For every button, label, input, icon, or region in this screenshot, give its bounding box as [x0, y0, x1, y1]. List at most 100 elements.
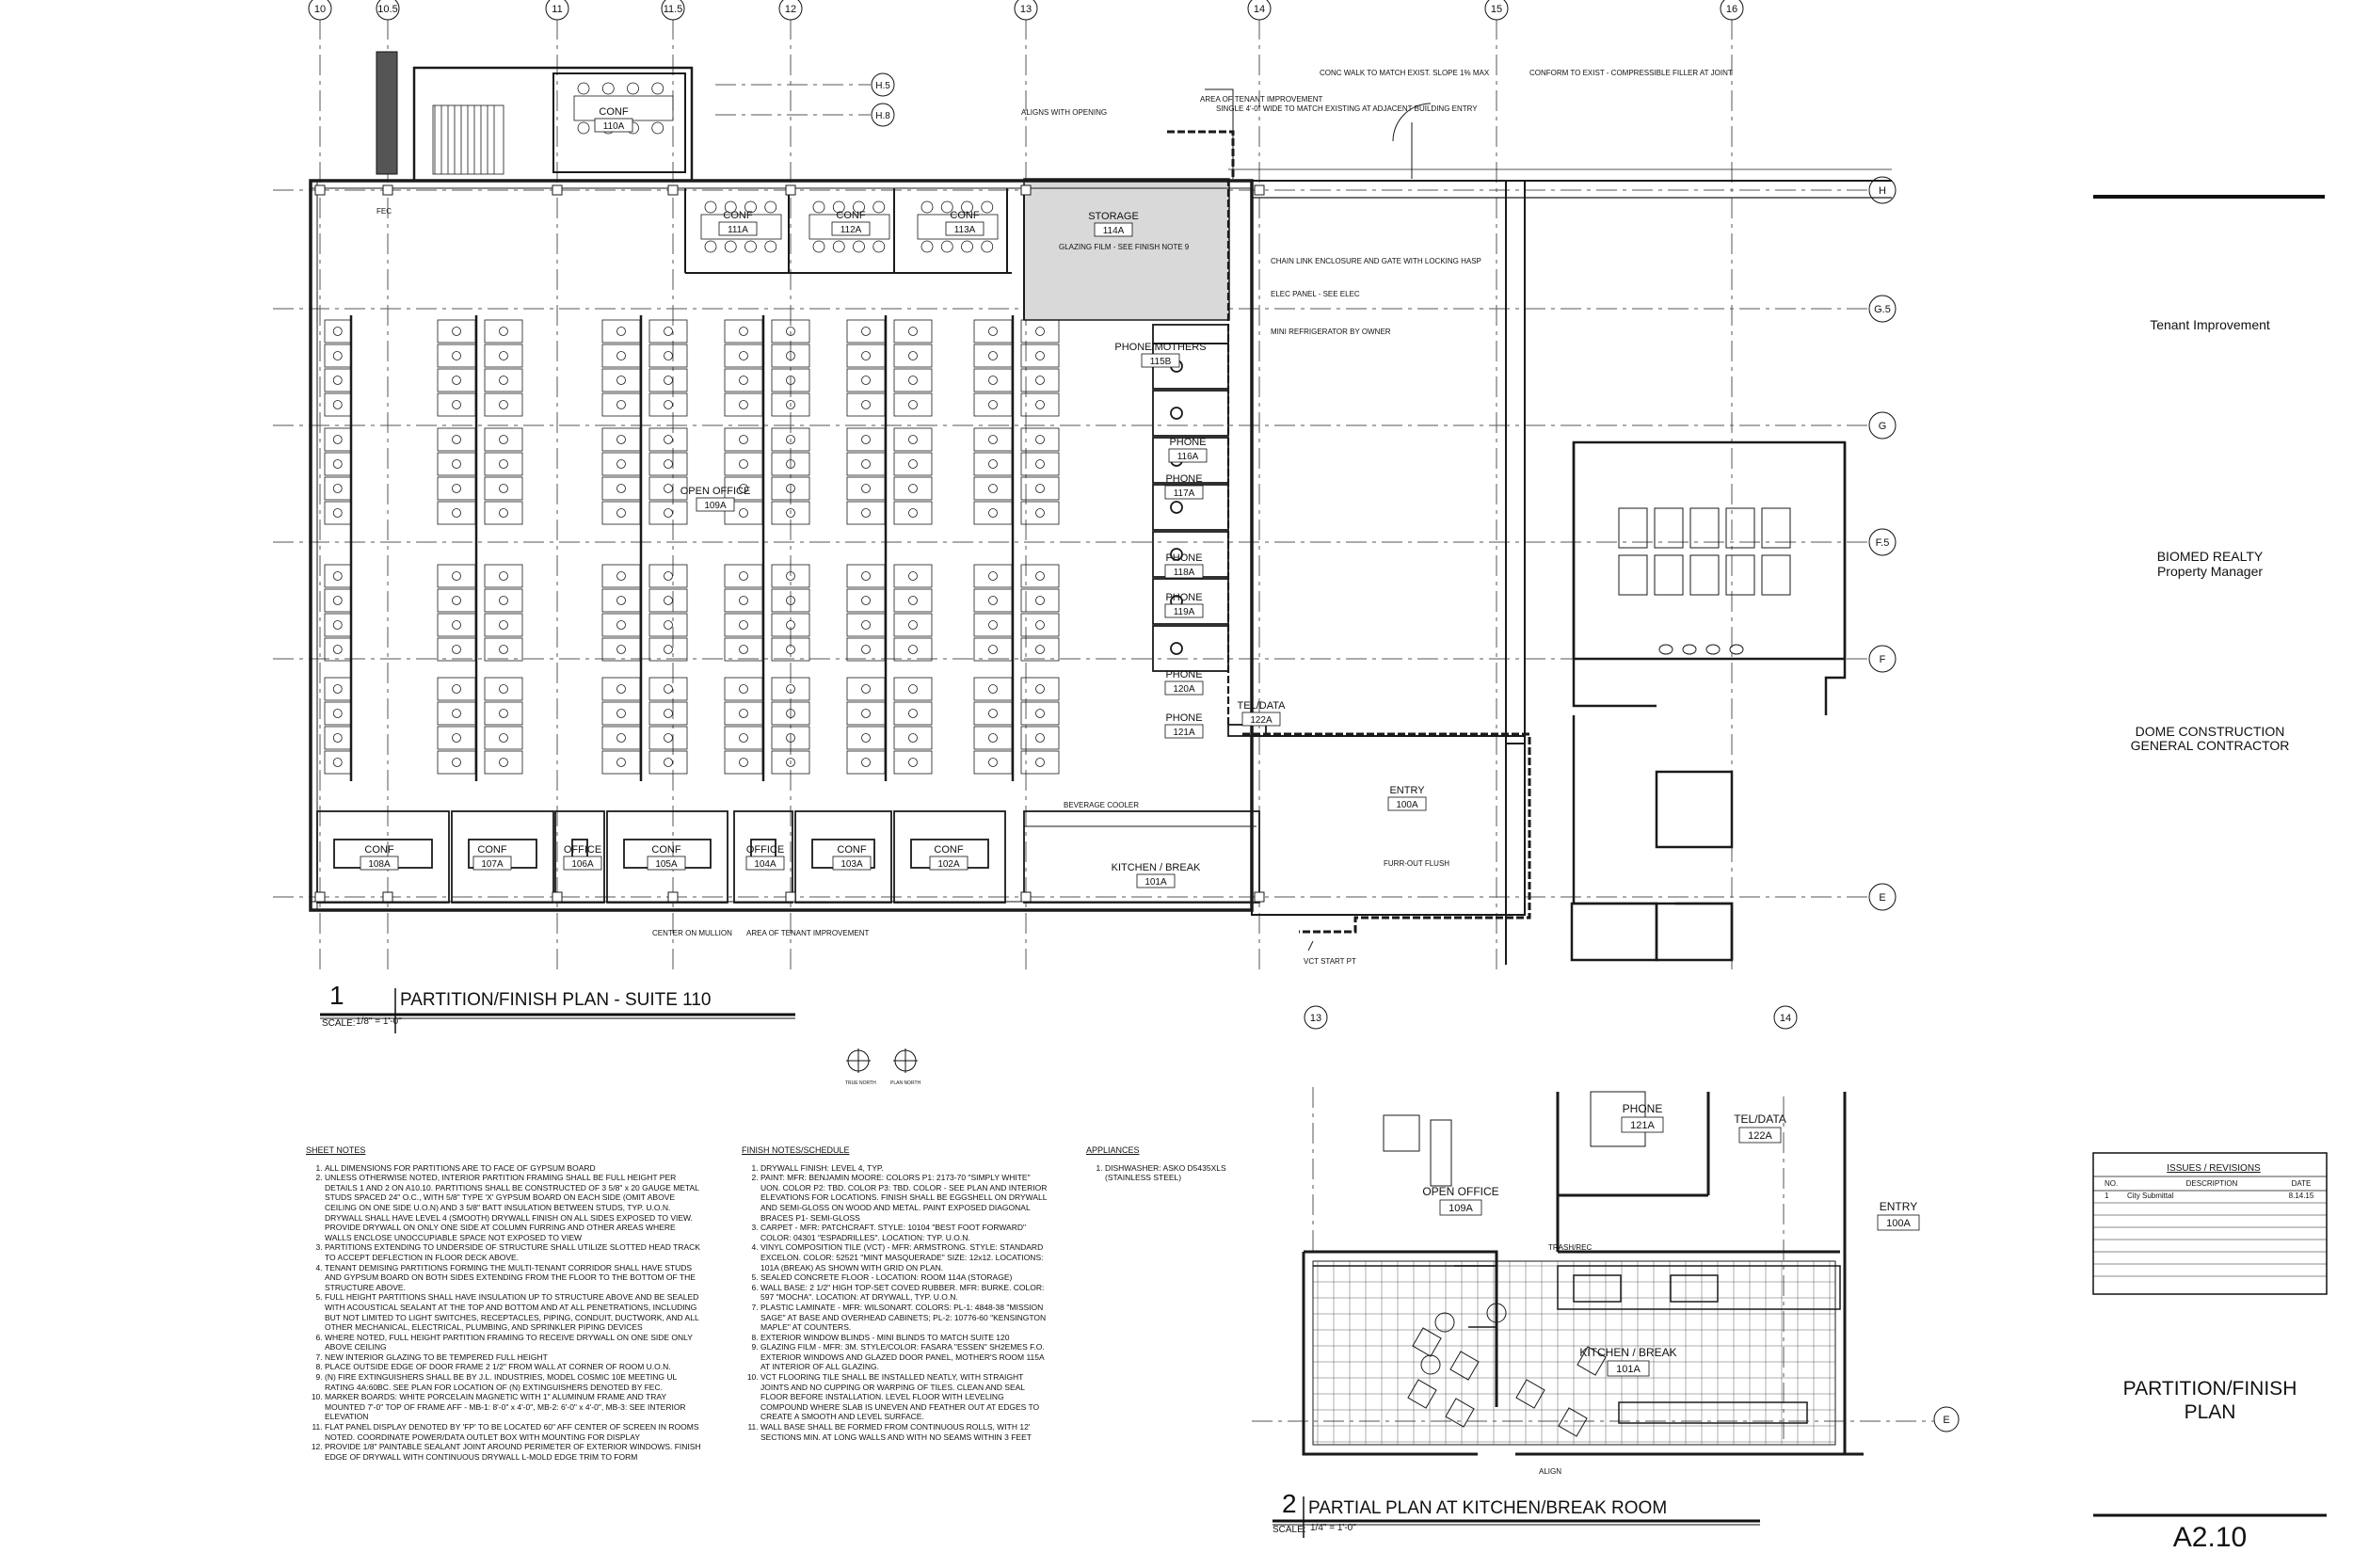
room-number: 104A [754, 859, 776, 870]
task-chair [908, 327, 918, 336]
sheet-title-line2: PLAN [2184, 1401, 2236, 1423]
task-chair [452, 596, 461, 605]
room-name: PHONE [1623, 1102, 1663, 1115]
svg-text:PLAN NORTH: PLAN NORTH [890, 1080, 921, 1086]
workstation-desk [601, 392, 641, 417]
room-number-box [929, 856, 968, 871]
note-item: WALL BASE: 2 1/2" HIGH TOP-SET COVED RUB… [760, 1283, 1052, 1303]
task-chair [616, 327, 626, 336]
grid-bubble [545, 0, 569, 21]
rev-row-no: 1 [2105, 1192, 2109, 1200]
workstation-desk [771, 726, 810, 750]
grid-bubble-label: H [1879, 185, 1886, 197]
workstation-desk [324, 677, 351, 701]
conference-chair [940, 240, 953, 253]
room-number-box [1738, 1127, 1782, 1144]
workstation-desk [973, 392, 1013, 417]
task-chair [988, 376, 998, 385]
workstation-desk [648, 613, 688, 637]
conference-chair [744, 240, 757, 253]
conference-chair [577, 121, 590, 135]
task-chair [664, 508, 673, 518]
plan-title-rules [320, 988, 1760, 1538]
note-item: FLAT PANEL DISPLAY DENOTED BY 'FP' TO BE… [325, 1422, 701, 1442]
note-item: UNLESS OTHERWISE NOTED, INTERIOR PARTITI… [325, 1173, 701, 1242]
task-chair [1035, 400, 1045, 409]
task-chair [499, 459, 508, 469]
task-chair [616, 620, 626, 630]
north-arrows: TRUE NORTH PLAN NORTH [845, 1048, 921, 1086]
task-chair [332, 596, 343, 605]
rev-col-date: DATE [2291, 1179, 2312, 1188]
workstation-desk [846, 427, 886, 452]
workstation-desk [893, 344, 933, 368]
grid-bubble-label: 10.5 [377, 4, 397, 15]
grid-bubble [1933, 1406, 1960, 1432]
task-chair [616, 645, 626, 654]
workstation-desk [1020, 501, 1060, 525]
task-chair [664, 400, 673, 409]
room-name: OPEN OFFICE [680, 486, 751, 497]
workstation-desk [437, 476, 476, 501]
workstation-desk [648, 392, 688, 417]
task-chair [908, 645, 918, 654]
task-chair [786, 571, 795, 581]
workstation-desk [324, 319, 351, 344]
callout-label: ALIGNS WITH OPENING [1021, 108, 1107, 117]
stair-run [432, 104, 504, 175]
task-chair [786, 709, 795, 718]
room-name: CONF [723, 210, 752, 221]
appliances-title: APPLIANCES [1086, 1145, 1140, 1155]
task-chair [988, 400, 998, 409]
note-item: CARPET - MFR: PATCHCRAFT. STYLE: 10104 "… [760, 1223, 1052, 1242]
room-number-box [1877, 1214, 1920, 1231]
room-number: 118A [1174, 568, 1195, 578]
workstation-desk [1020, 637, 1060, 662]
workstation-desk [601, 452, 641, 476]
grid-bubble-label: F.5 [1876, 537, 1890, 549]
task-chair [786, 327, 795, 336]
room-number: 117A [1174, 488, 1195, 499]
task-chair [332, 620, 343, 630]
workstation-desk [324, 613, 351, 637]
task-chair [664, 645, 673, 654]
rev-row-desc: City Submittal [2127, 1192, 2174, 1200]
workstation-desk [893, 392, 933, 417]
workstation-desk [324, 501, 351, 525]
task-chair [499, 684, 508, 694]
task-chair [452, 400, 461, 409]
room-number-box [1164, 564, 1204, 579]
sink-icon [1682, 644, 1697, 655]
sink-icon [1658, 644, 1673, 655]
toilet-stall [1654, 554, 1684, 596]
structural-column [1254, 184, 1265, 196]
workstation-desk [1020, 476, 1060, 501]
task-chair [908, 484, 918, 493]
task-chair [616, 376, 626, 385]
note-item: PROVIDE 1/8" PAINTABLE SEALANT JOINT ARO… [325, 1442, 701, 1462]
note-item: TENANT DEMISING PARTITIONS FORMING THE M… [325, 1263, 701, 1293]
workstation-desk [437, 344, 476, 368]
task-chair [908, 620, 918, 630]
toilet-stall [1654, 507, 1684, 549]
contractor-role: GENERAL CONTRACTOR [2130, 738, 2290, 753]
grid-bubble-label: 14 [1254, 4, 1265, 15]
workstation-desk [648, 476, 688, 501]
note-item: PLASTIC LAMINATE - MFR: WILSONART. COLOR… [760, 1303, 1052, 1333]
grid-bubble [1868, 295, 1897, 323]
task-chair [332, 645, 343, 654]
room-number-box [472, 856, 512, 871]
workstation-desk [648, 677, 688, 701]
task-chair [452, 733, 461, 743]
grid-bubble [1247, 0, 1272, 21]
workstation-desk [484, 701, 523, 726]
conference-chair [812, 240, 825, 253]
workstation-desk [601, 501, 641, 525]
workstation-desk [771, 750, 810, 775]
break-chair [1515, 1379, 1545, 1409]
callout-label: VCT START PT [1304, 957, 1356, 966]
break-chair [1445, 1398, 1475, 1428]
phone-room-chair [1170, 548, 1183, 561]
